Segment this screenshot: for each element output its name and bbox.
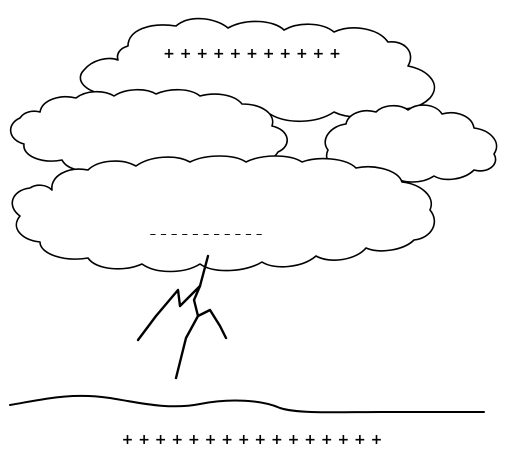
- lightning-left-branch: [138, 286, 200, 340]
- ground-positive-charges: + + + + + + + + + + + + + + + +: [122, 432, 383, 448]
- cloud-top-positive-charges: + + + + + + + + + + +: [163, 46, 341, 62]
- cloud-base-negative-charges: – – – – – – – – – – –: [150, 227, 263, 242]
- lightning-bolt: [138, 256, 226, 378]
- lightning-main-stroke: [176, 256, 208, 378]
- lightning-right-branch: [198, 310, 226, 338]
- ground-line: [10, 396, 484, 412]
- storm-cloud: [12, 156, 434, 272]
